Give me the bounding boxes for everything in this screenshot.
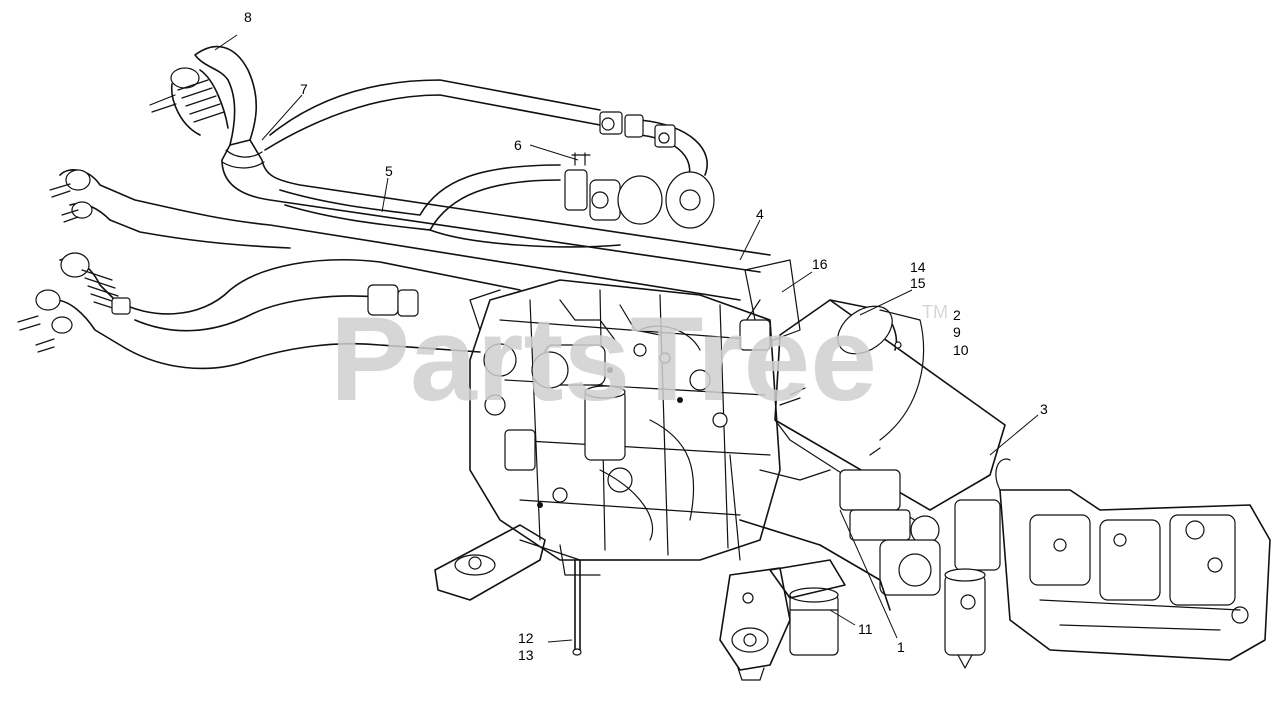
hydraulic-pump-assembly (995, 458, 1271, 661)
oil-filter (769, 559, 846, 656)
callout-16[interactable]: 16 (812, 256, 828, 272)
callout-3[interactable]: 3 (1040, 401, 1048, 417)
callout-labels: 8 7 6 5 4 16 14 15 2 9 10 3 11 1 12 13 (244, 9, 1048, 663)
callout-2[interactable]: 2 (953, 307, 961, 323)
callout-6[interactable]: 6 (514, 137, 522, 153)
upper-hose-bundle (17, 45, 771, 370)
watermark-text: PartsTree (330, 292, 877, 426)
callout-9[interactable]: 9 (953, 324, 961, 340)
callout-10[interactable]: 10 (953, 342, 969, 358)
left-fittings (17, 169, 741, 370)
callout-14[interactable]: 14 (910, 259, 926, 275)
callout-15[interactable]: 15 (910, 275, 926, 291)
callout-11[interactable]: 11 (858, 621, 873, 637)
dipstick (572, 559, 582, 656)
engine-assembly (469, 279, 781, 561)
engine-mount-left (434, 524, 641, 601)
callout-5[interactable]: 5 (385, 163, 393, 179)
callout-13[interactable]: 13 (518, 647, 534, 663)
leader-lines (214, 34, 1039, 643)
center-components (729, 454, 1001, 669)
watermark-trademark: TM (922, 302, 948, 322)
engine-mount-right (719, 567, 791, 681)
watermark: PartsTree TM (330, 292, 948, 426)
callout-7[interactable]: 7 (300, 81, 308, 97)
callout-1[interactable]: 1 (897, 639, 905, 655)
callout-8[interactable]: 8 (244, 9, 252, 25)
callout-12[interactable]: 12 (518, 630, 534, 646)
corrugated-boot-top (149, 67, 229, 136)
callout-4[interactable]: 4 (756, 206, 764, 222)
